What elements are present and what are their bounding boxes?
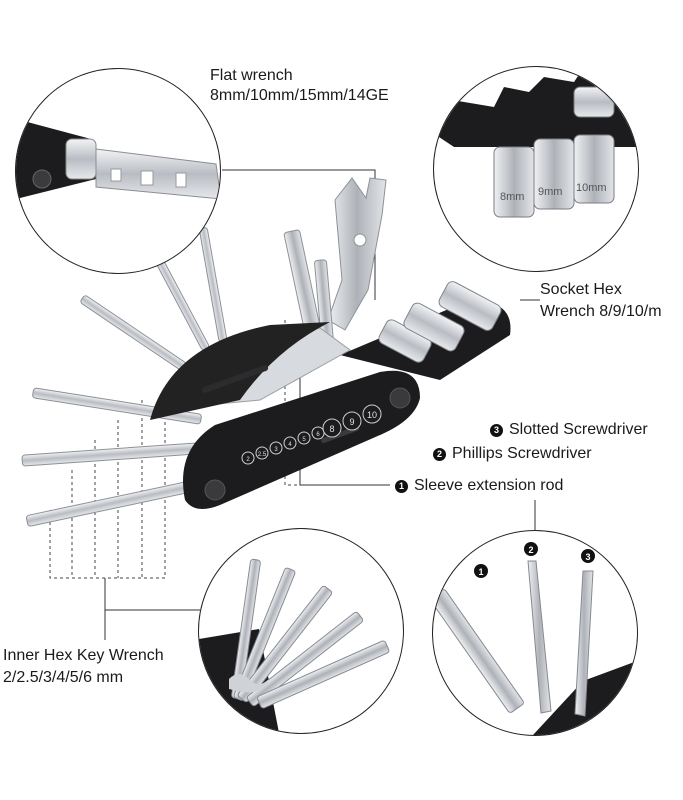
- slotted-text: Slotted Screwdriver: [509, 421, 648, 438]
- tool-number-text: 2: [246, 457, 250, 463]
- phillips-screwdriver-label: 2 Phillips Screwdriver: [433, 444, 592, 464]
- marker-1-text: 1: [478, 567, 483, 577]
- detail-circle-flat-wrench: [15, 68, 221, 274]
- sleeve-extension-label: 1 Sleeve extension rod: [395, 476, 563, 496]
- tool-number-badges: 2 2.5 3 4 5 6 8 9 10: [241, 404, 382, 465]
- flat-wrench-title: Flat wrench: [210, 67, 293, 84]
- tool-number-badge: [342, 411, 362, 431]
- tool-number-badge: [362, 404, 382, 424]
- tool-number-text: 2.5: [258, 452, 267, 458]
- tool-number-badge: [269, 441, 283, 455]
- flat-wrench-detail-icon: [16, 119, 220, 200]
- tool-number-text: 10: [367, 410, 377, 420]
- hex-key-sizes: 2/2.5/3/4/5/6 mm: [3, 669, 124, 686]
- screwdriver-detail-icon: 1 2 3: [433, 542, 637, 735]
- tool-number-text: 9: [349, 417, 354, 427]
- detail-circle-screwdrivers: 1 2 3: [432, 530, 638, 736]
- marker-1-icon: [474, 564, 488, 578]
- flat-wrench-sizes: 8mm/10mm/15mm/14GE: [210, 87, 389, 104]
- tool-number-text: 6: [316, 432, 320, 438]
- phillips-text: Phillips Screwdriver: [452, 445, 592, 462]
- tool-number-text: 8: [329, 424, 334, 434]
- tool-number-badge: [322, 418, 342, 438]
- socket-sizes: Wrench 8/9/10/m: [540, 303, 662, 320]
- detail-circle-sockets: 8mm 9mm 10mm: [433, 66, 639, 272]
- marker-2-badge: 2: [433, 448, 446, 461]
- marker-1-badge: 1: [395, 480, 408, 493]
- flat-wrench-blade: [283, 177, 387, 346]
- marker-2-icon: [524, 542, 538, 556]
- tool-number-text: 4: [288, 442, 292, 448]
- sleeve-text: Sleeve extension rod: [414, 477, 564, 494]
- tool-number-text: 3: [274, 447, 278, 453]
- tool-number-badge: [255, 446, 269, 460]
- marker-3-badge: 3: [490, 424, 503, 437]
- socket-arm: [340, 281, 511, 380]
- marker-3-text: 3: [585, 552, 590, 562]
- socket-mark-8: 8mm: [500, 191, 524, 203]
- socket-title: Socket Hex: [540, 281, 622, 298]
- marker-2-text: 2: [528, 545, 533, 555]
- tool-number-badge: [283, 436, 297, 450]
- marker-3-icon: [581, 549, 595, 563]
- socket-mark-10: 10mm: [576, 182, 607, 194]
- hex-key-title: Inner Hex Key Wrench: [3, 647, 164, 664]
- tool-number-badge: [241, 451, 255, 465]
- socket-mark-9: 9mm: [538, 186, 562, 198]
- slotted-screwdriver-label: 3 Slotted Screwdriver: [490, 420, 648, 440]
- detail-circle-hex-keys: [198, 528, 404, 734]
- hex-key-detail-icon: [199, 558, 390, 733]
- leader-lines: [104, 169, 540, 640]
- tool-number-text: 5: [302, 437, 306, 443]
- socket-detail-icon: 8mm 9mm 10mm: [434, 67, 638, 218]
- tool-number-badge: [297, 431, 311, 445]
